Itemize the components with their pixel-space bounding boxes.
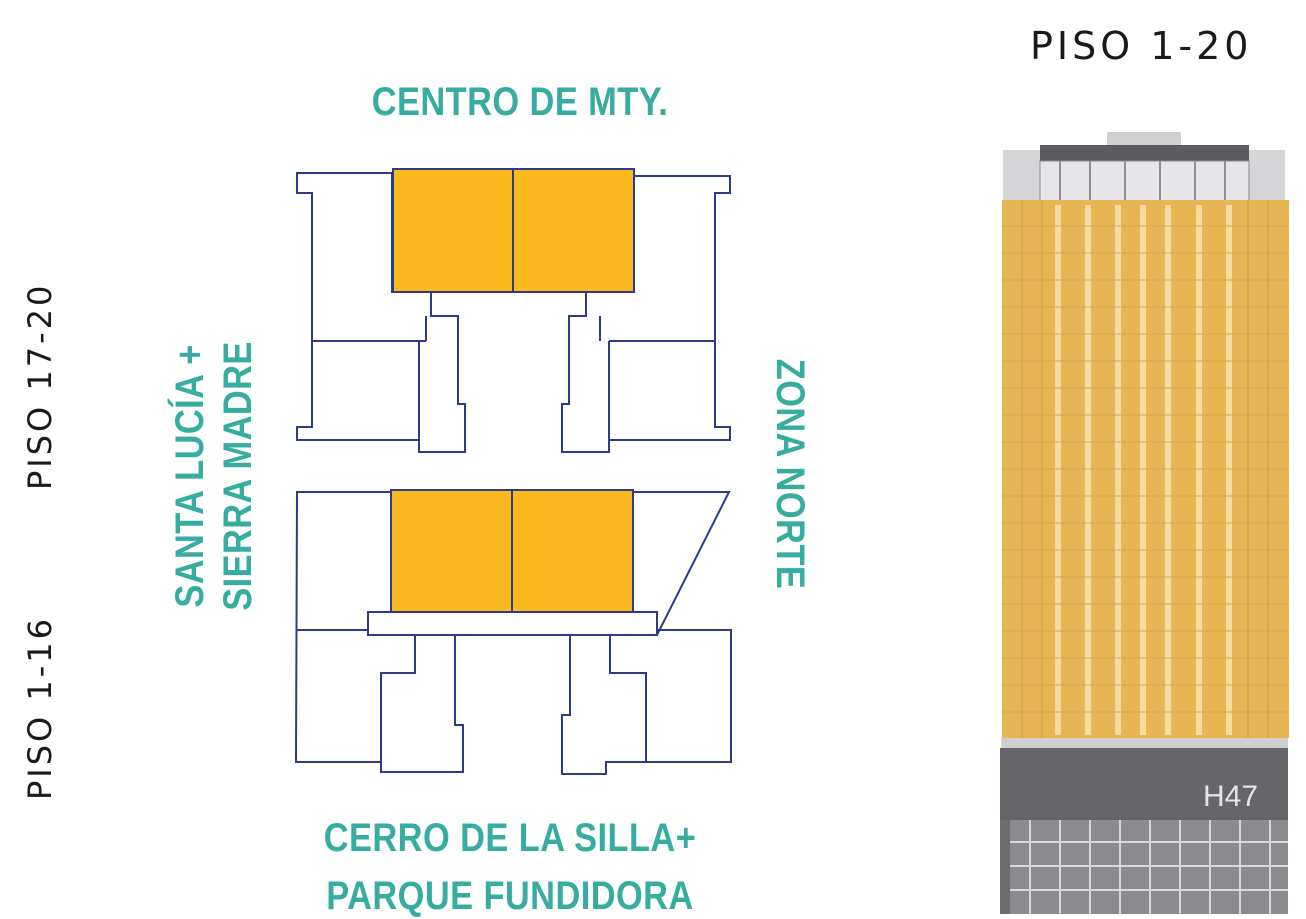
orientation-label-bottom-line1: CERRO DE LA SILLA+ (323, 816, 697, 860)
tower-crown (1003, 132, 1285, 202)
floor-range-title: PISO 1-20 (1030, 24, 1253, 68)
lower-highlighted-unit-left (390, 489, 513, 613)
orientation-label-top: CENTRO DE MTY. (371, 80, 669, 124)
lower-plan-right-core (561, 634, 647, 775)
tower-shaft (1002, 200, 1289, 738)
lower-highlighted-unit-right (511, 489, 634, 613)
lower-plan-left-core (380, 634, 464, 773)
orientation-label-bottom-line2: PARQUE FUNDIDORA (326, 874, 694, 918)
building-label: H47 (1203, 780, 1259, 813)
upper-highlighted-unit-right (512, 168, 635, 293)
tower-podium (1000, 738, 1288, 914)
